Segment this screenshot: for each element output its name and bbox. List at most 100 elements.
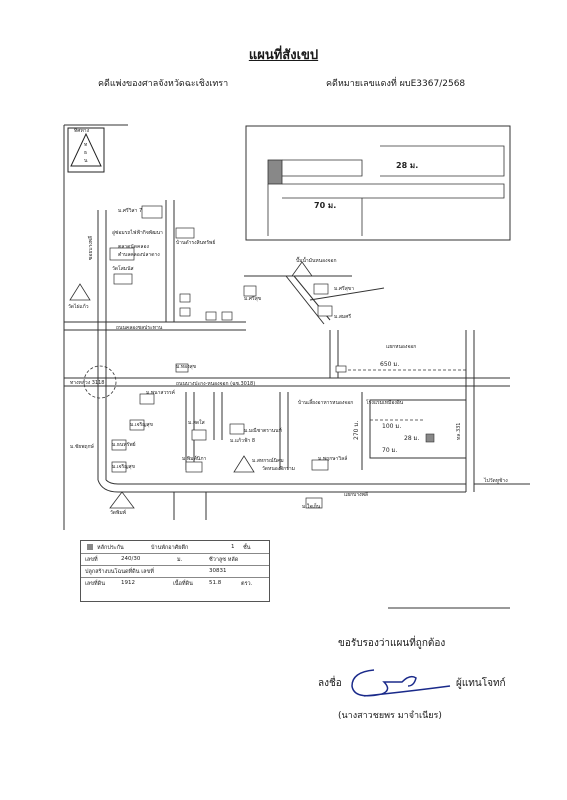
legend-row-2: เลขที่ 240/30 ม. ซีวาลูซ หลัด <box>81 553 269 566</box>
legend-house-no: 240/30 <box>121 556 141 562</box>
label-r4: ม.ธนทรัพย์ <box>112 441 136 448</box>
building-icon <box>305 497 323 509</box>
label-route-331: ทล.331 <box>456 423 462 441</box>
building-icon <box>179 293 191 303</box>
signer-role: ผู้แทนโจทก์ <box>456 678 506 689</box>
map-title: แผนที่สังเขป <box>248 48 319 63</box>
label-temple-bottom: วัดพิมพ์ <box>110 509 126 516</box>
label-village-1: ม.ศรีสุข <box>244 295 261 302</box>
building-icon <box>139 393 155 405</box>
label-soi: ซอยบางพลี <box>87 236 94 260</box>
label-temple-left: วัดไผ่แก้ว <box>68 303 89 310</box>
building-icon <box>113 273 133 285</box>
collateral-swatch-icon <box>87 544 93 550</box>
legend-deed-no: 30831 <box>209 568 227 574</box>
label-shop: อู่ซ่อมรถไฟฟ้ากิจพัฒนา <box>112 229 163 236</box>
building-icon <box>191 429 207 441</box>
building-icon <box>111 461 127 473</box>
label-dist-270: 270 ม. <box>353 421 360 440</box>
label-market: ตลาดนัดคลอง <box>118 244 149 250</box>
compass-heading: ทิศทาง <box>74 127 90 134</box>
temple-icon <box>69 283 91 301</box>
temple-icon <box>291 261 313 277</box>
label-village-bottom: ม.ใจเย็น <box>302 502 321 510</box>
label-school: ม.ศรีวิสา 7 <box>118 207 142 214</box>
legend-moo: ม. <box>177 557 183 563</box>
label-bottom-right: ไปวัดหูช้าง <box>483 477 508 484</box>
label-canal-road: ถนนคลองชลประทาน <box>116 325 163 331</box>
building-icon <box>317 305 333 317</box>
label-r7: ม.พิมพ์นิภา <box>182 455 206 462</box>
legend-place: ซีวาลูซ หลัด <box>209 557 239 563</box>
legend-marker-label: หลักประกัน <box>97 545 124 551</box>
inset-plot: 28 ม. 70 ม. <box>245 125 511 241</box>
legend-land-label: เลขที่ดิน <box>85 581 105 587</box>
building-icon <box>243 285 257 297</box>
building-icon <box>229 423 245 435</box>
building-icon <box>335 365 347 373</box>
label-village-2: ม.ศรีสุขา <box>334 285 354 292</box>
label-big-house: บ้านดำรงสินทรัพย์ <box>176 239 215 246</box>
signer-name: (นางสาวชยพร มาจำเนียร) <box>338 711 442 721</box>
label-main-road: ถนนบางปะกง-หนองจอก (ฉช.3018) <box>176 381 255 387</box>
label-r2: ม.ชัยพฤกษ์ <box>70 443 95 450</box>
temple-icon <box>233 455 255 473</box>
building-icon <box>313 283 329 295</box>
label-r12: ม.สดใส <box>188 419 205 426</box>
label-market-2: ตำบลคลองปลาดาง <box>118 252 160 258</box>
legend-house-label: เลขที่ <box>85 557 98 563</box>
inset-width-label: 28 ม. <box>396 161 418 170</box>
label-dist-650: 650 ม. <box>380 361 399 368</box>
signature-icon <box>351 669 451 697</box>
label-r6: ม.ทองสุข <box>176 364 196 370</box>
building-icon <box>109 247 135 261</box>
label-pump: ปั๊มน้ำมันหนองจอก <box>296 255 337 264</box>
building-icon <box>111 439 127 451</box>
building-icon <box>129 419 145 431</box>
legend-row-3: ปลูกสร้างบนโฉนดที่ดิน เลขที่ 30831 <box>81 565 269 578</box>
building-icon <box>175 363 189 373</box>
temple-icon <box>109 491 135 509</box>
label-r9: ม.มณีชาตรานนท์ <box>244 427 282 434</box>
compass-letter-2: ธ <box>84 150 87 156</box>
legend-area-unit: ตรว. <box>241 581 253 587</box>
legend-table: หลักประกัน บ้านพักอาศัยตึก 1 ชั้น เลขที่… <box>80 540 270 602</box>
case-court: คดีแพ่งของศาลจังหวัดฉะเชิงเทรา <box>98 79 229 89</box>
sign-label: ลงชื่อ <box>318 678 342 689</box>
legend-row-1: หลักประกัน บ้านพักอาศัยตึก 1 ชั้น <box>81 541 269 554</box>
compass-icon: ทิศทาง ท ธ น <box>67 127 105 173</box>
legend-deed-label: ปลูกสร้างบนโฉนดที่ดิน เลขที่ <box>85 569 154 575</box>
label-r5: ม.เจริญสุข <box>112 463 135 470</box>
legend-type: บ้านพักอาศัยตึก <box>151 545 189 551</box>
inset-length-label: 70 ม. <box>314 201 336 210</box>
compass-letter-3: น <box>84 158 88 164</box>
label-dist-100: 100 ม. <box>382 423 401 430</box>
label-village-3: ม.สมศรี <box>334 313 351 320</box>
label-intersection: ทางหลวง 3118 <box>70 380 104 386</box>
label-r1: ม.พนาสวรรค์ <box>146 389 175 396</box>
label-temple-mid: วัดหนองจิกราม <box>262 465 295 472</box>
label-r8: ม.แก้วฟ้า 8 <box>230 437 255 444</box>
legend-land-no: 1912 <box>121 580 135 586</box>
label-r11: ม.สหกรณ์นิคม <box>252 457 284 464</box>
subject-property-marker <box>425 433 435 443</box>
building-icon <box>311 459 329 471</box>
legend-area-value: 51.8 <box>209 580 222 586</box>
label-house-top: บ้านเลี้ยงอาหารหนองจอก <box>298 397 353 406</box>
building-icon <box>185 461 203 473</box>
building-icon <box>221 311 233 321</box>
label-dist-28: 28 ม. <box>404 435 419 442</box>
legend-floors-unit: ชั้น <box>243 545 251 551</box>
compass-letter-1: ท <box>84 142 87 148</box>
legend-area-label: เนื้อที่ดิน <box>173 581 193 587</box>
label-rice-mill: โรงแรมเหมืองอิน <box>366 399 404 406</box>
case-number: คดีหมายเลขแดงที่ ผบE3367/2568 <box>326 79 466 89</box>
legend-row-4: เลขที่ดิน 1912 เนื้อที่ดิน 51.8 ตรว. <box>81 577 269 589</box>
label-r10: ม.พฤกษาวิลล์ <box>318 455 347 462</box>
label-dist-70: 70 ม. <box>382 447 397 454</box>
certification-statement: ขอรับรองว่าแผนที่ถูกต้อง <box>338 638 446 649</box>
label-bangpla: แยกบางพลี <box>344 491 368 498</box>
building-icon <box>141 205 163 219</box>
building-icon <box>205 311 217 321</box>
legend-floors-num: 1 <box>231 544 235 550</box>
